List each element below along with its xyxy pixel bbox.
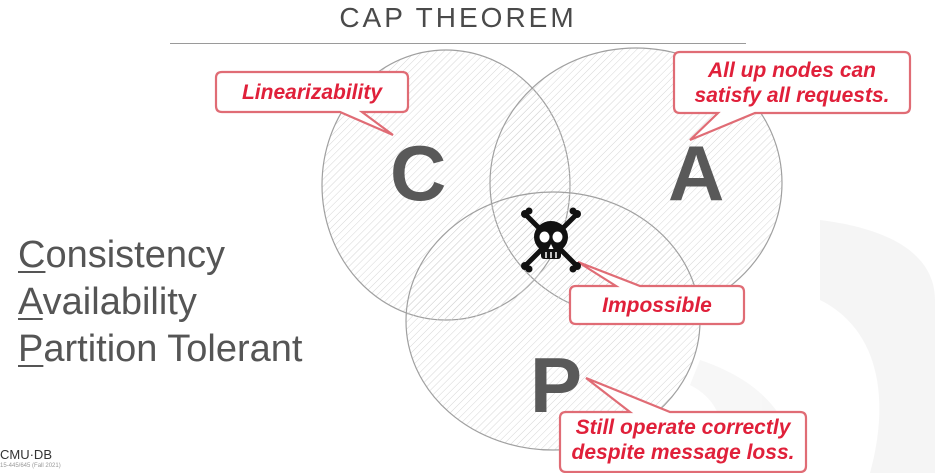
callout-center-bubble bbox=[568, 260, 746, 326]
acronym-rest: vailability bbox=[42, 281, 197, 323]
circle-letter-a: A bbox=[668, 129, 725, 217]
callout-p-line-2: despite message loss. bbox=[571, 441, 795, 464]
callout-a-text: All up nodes can satisfy all requests. bbox=[674, 58, 910, 108]
circle-letter-p: P bbox=[530, 341, 583, 429]
callout-c-text: Linearizability bbox=[241, 81, 383, 104]
callout-p-line-1: Still operate correctly bbox=[575, 416, 791, 439]
callout-p-bubble bbox=[558, 376, 808, 473]
circle-letter-c: C bbox=[390, 129, 447, 217]
skull-crossbones-icon bbox=[521, 207, 581, 273]
callout-p-text: Still operate correctly despite message … bbox=[560, 415, 806, 465]
acronym-consistency: Consistency bbox=[18, 232, 302, 279]
acronym-partition-tolerant: Partition Tolerant bbox=[18, 326, 302, 373]
acronym-rest: artition Tolerant bbox=[43, 328, 303, 370]
title-divider bbox=[170, 43, 746, 44]
course-label: 15-445/645 (Fall 2021) bbox=[0, 463, 61, 469]
acronym-availability: Availability bbox=[18, 279, 302, 326]
acronym-rest: onsistency bbox=[45, 234, 225, 276]
callout-c-bubble bbox=[214, 70, 410, 137]
callout-a-line-1: All up nodes can bbox=[707, 59, 877, 82]
acronym-initial: A bbox=[18, 281, 43, 323]
callout-a-bubble bbox=[672, 50, 912, 142]
slide-title: CAP THEOREM bbox=[339, 2, 577, 33]
cmu-db-logo: CMU·DB bbox=[0, 447, 52, 462]
acronym-initial: P bbox=[18, 328, 44, 370]
acronym-initial: C bbox=[18, 234, 46, 276]
callout-center-text: Impossible bbox=[602, 294, 712, 317]
cap-acronym-list: Consistency Availability Partition Toler… bbox=[18, 232, 302, 373]
callout-a-line-2: satisfy all requests. bbox=[694, 84, 890, 107]
